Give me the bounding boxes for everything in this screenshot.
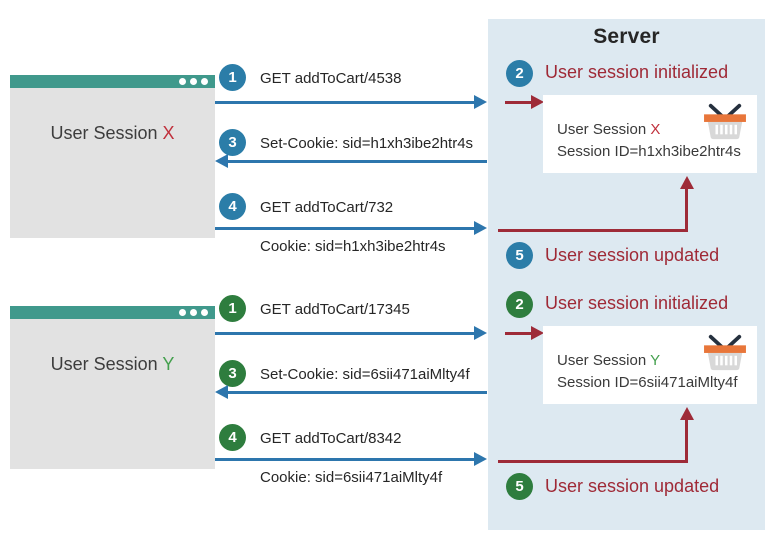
step-3-badge: 3 [219,360,246,387]
arrowhead-up-icon [680,176,694,189]
group-session-x: User Session X 1 GET addToCart/4538 2 Us… [10,60,757,269]
step-2-badge: 2 [506,60,533,87]
session-box-text: User Session X Session ID=h1xh3ibe2htr4s [557,119,741,163]
update-elbow-arrow-vertical [685,418,688,463]
request-arrow-4 [215,458,474,461]
step-2-badge: 2 [506,291,533,318]
step-2-label: User session initialized [545,62,729,82]
session-box-title: User Session X [557,119,741,141]
server-title: Server [593,25,660,48]
arrowhead-right-icon [474,95,487,109]
arrowhead-right-icon [474,452,487,466]
window-label-text: User Session [50,354,158,374]
arrowhead-right-icon [474,326,487,340]
step-1-label: GET addToCart/4538 [260,70,402,87]
arrowhead-right-icon [531,326,544,340]
step-3-label: Set-Cookie: sid=h1xh3ibe2htr4s [260,135,474,152]
response-arrow-3 [228,391,487,394]
browser-window: User Session Y [10,306,215,469]
arrowhead-right-icon [531,95,544,109]
window-controls-icon [179,78,208,85]
window-controls-icon [179,309,208,316]
step-5-label: User session updated [545,245,720,265]
browser-window: User Session X [10,75,215,238]
step-1-badge: 1 [219,64,246,91]
update-elbow-arrow-horizontal [498,460,688,463]
window-label: User Session Y [10,354,215,375]
session-box: User Session Y Session ID=6sii471aiMlty4… [543,326,757,404]
window-titlebar [10,75,215,88]
request-arrow-1 [215,101,474,104]
window-label-text: User Session [50,123,158,143]
request-arrow-4 [215,227,474,230]
server-store-arrow [505,101,531,104]
update-elbow-arrow-horizontal [498,229,688,232]
server-store-arrow [505,332,531,335]
step-5-badge: 5 [506,473,533,500]
session-box-title-text: User Session [557,121,647,138]
window-label-letter: X [162,123,175,143]
window-label: User Session X [10,123,215,144]
session-box: User Session X Session ID=h1xh3ibe2htr4s [543,95,757,173]
window-titlebar [10,306,215,319]
step-5-label: User session updated [545,476,720,496]
step-3-label: Set-Cookie: sid=6sii471aiMlty4f [260,366,470,383]
step-4-cookie-label: Cookie: sid=h1xh3ibe2htr4s [260,238,446,255]
session-box-title-text: User Session [557,352,647,369]
session-box-letter: Y [650,352,661,369]
request-arrow-1 [215,332,474,335]
session-box-id: Session ID=h1xh3ibe2htr4s [557,143,741,160]
arrowhead-up-icon [680,407,694,420]
step-3-badge: 3 [219,129,246,156]
step-4-label: GET addToCart/8342 [260,430,402,447]
session-box-id: Session ID=6sii471aiMlty4f [557,374,738,391]
step-5-badge: 5 [506,242,533,269]
session-box-text: User Session Y Session ID=6sii471aiMlty4… [557,350,738,394]
step-2-label: User session initialized [545,293,729,313]
step-1-label: GET addToCart/17345 [260,301,410,318]
shopping-basket-icon [704,334,746,371]
group-session-y: User Session Y 1 GET addToCart/17345 2 U… [0,231,784,548]
window-label-letter: Y [162,354,175,374]
arrowhead-left-icon [215,385,228,399]
arrowhead-right-icon [474,221,487,235]
arrowhead-left-icon [215,154,228,168]
step-1-badge: 1 [219,295,246,322]
step-4-badge: 4 [219,193,246,220]
session-box-title: User Session Y [557,350,738,372]
shopping-basket-icon [704,103,746,140]
session-box-letter: X [650,121,661,138]
update-elbow-arrow-vertical [685,187,688,232]
step-4-badge: 4 [219,424,246,451]
response-arrow-3 [228,160,487,163]
step-4-cookie-label: Cookie: sid=6sii471aiMlty4f [260,469,443,486]
step-4-label: GET addToCart/732 [260,199,394,216]
